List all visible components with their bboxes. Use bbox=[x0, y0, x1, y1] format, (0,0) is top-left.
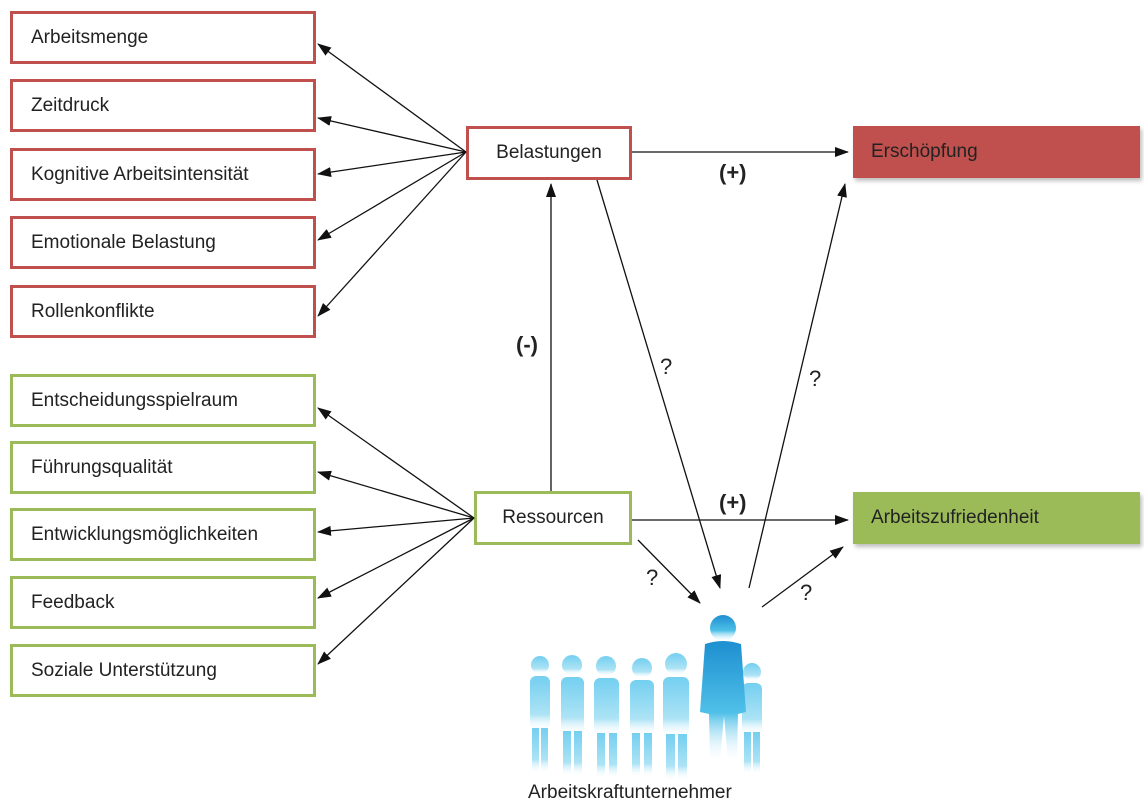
person-caption: Arbeitskraftunternehmer bbox=[528, 782, 732, 803]
stress-factor-label: Zeitdruck bbox=[31, 94, 110, 116]
resource-factor-box: Führungsqualität bbox=[10, 441, 316, 494]
arrow-to-emotionale bbox=[317, 151, 467, 241]
stress-factor-box: Rollenkonflikte bbox=[10, 285, 316, 338]
ressourcen-label: Ressourcen bbox=[502, 507, 604, 528]
relation-question-person-zufriedenheit: ? bbox=[800, 580, 813, 605]
arrow-to-rollenkonflikte bbox=[317, 151, 467, 317]
resource-factor-box: Feedback bbox=[10, 576, 316, 629]
business-people-silhouette-icon bbox=[530, 615, 762, 780]
stress-factor-label: Arbeitsmenge bbox=[31, 26, 149, 48]
stress-factor-label: Rollenkonflikte bbox=[31, 300, 155, 322]
resource-factor-box: Entscheidungsspielraum bbox=[10, 374, 316, 427]
resource-factor-box: Soziale Unterstützung bbox=[10, 644, 316, 697]
belastungen-label: Belastungen bbox=[496, 142, 602, 163]
erschoepfung-label: Erschöpfung bbox=[871, 141, 978, 162]
ressourcen-node: Ressourcen bbox=[474, 491, 632, 545]
arbeitszufriedenheit-node: Arbeitszufriedenheit bbox=[853, 492, 1140, 544]
arrow-belastungen-person bbox=[596, 179, 722, 589]
arbeitszufriedenheit-label: Arbeitszufriedenheit bbox=[871, 507, 1039, 528]
resource-factor-label: Führungsqualität bbox=[31, 456, 173, 478]
resource-factor-box: Entwicklungsmöglichkeiten bbox=[10, 508, 316, 561]
arrow-to-entscheidung bbox=[317, 407, 475, 519]
arrow-to-fuehrung bbox=[317, 470, 475, 519]
arrow-to-kognitive bbox=[317, 151, 467, 178]
arrow-person-zufriedenheit bbox=[761, 546, 844, 608]
stress-factor-label: Kognitive Arbeitsintensität bbox=[31, 163, 249, 185]
resource-factor-label: Feedback bbox=[31, 591, 115, 613]
stress-factor-box: Arbeitsmenge bbox=[10, 11, 316, 64]
arrow-to-feedback bbox=[317, 517, 475, 599]
arrow-ressourcen-person bbox=[637, 539, 701, 604]
resource-factor-label: Soziale Unterstützung bbox=[31, 659, 217, 681]
resource-factor-label: Entwicklungsmöglichkeiten bbox=[31, 523, 259, 545]
arrow-to-zeitdruck bbox=[317, 116, 467, 153]
relation-question-person-erschoepfung: ? bbox=[809, 366, 822, 391]
arrow-to-entwicklung bbox=[317, 517, 475, 536]
relation-plus-top: (+) bbox=[719, 160, 747, 185]
resource-factor-label: Entscheidungsspielraum bbox=[31, 389, 239, 411]
relation-minus: (-) bbox=[516, 332, 538, 357]
erschoepfung-node: Erschöpfung bbox=[853, 126, 1140, 178]
belastungen-node: Belastungen bbox=[466, 126, 632, 180]
stress-factor-box: Zeitdruck bbox=[10, 79, 316, 132]
arrow-to-soziale bbox=[317, 517, 475, 665]
stress-factor-label: Emotionale Belastung bbox=[31, 231, 216, 253]
arrow-to-arbeitsmenge bbox=[317, 43, 467, 153]
relation-question-belastungen-person: ? bbox=[660, 354, 673, 379]
stress-factor-box: Emotionale Belastung bbox=[10, 216, 316, 269]
relation-question-ressourcen-person: ? bbox=[646, 565, 659, 590]
stress-factor-box: Kognitive Arbeitsintensität bbox=[10, 148, 316, 201]
relation-plus-bottom: (+) bbox=[719, 490, 747, 515]
arrow-person-erschoepfung bbox=[748, 183, 847, 589]
